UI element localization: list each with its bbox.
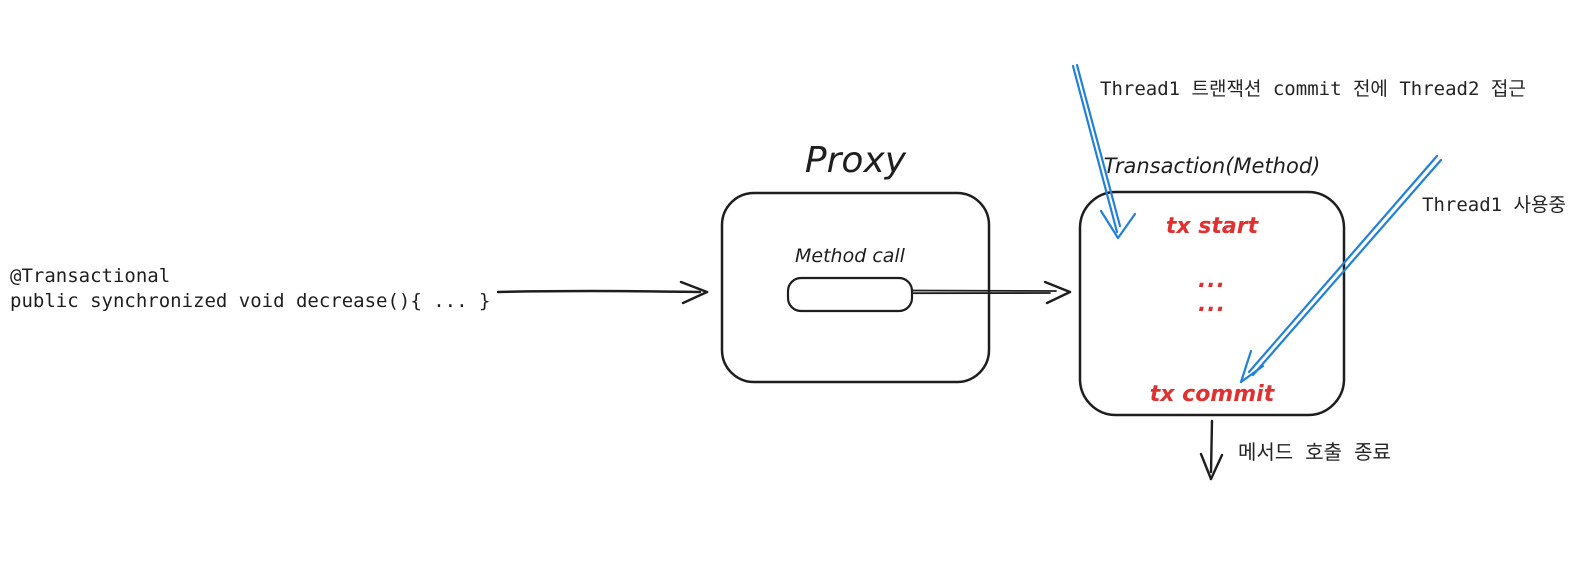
thread1-inuse-note: Thread1 사용중 <box>1422 194 1566 216</box>
method-end-note: 메서드 호출 종료 <box>1238 440 1391 464</box>
flow-arrow-proxy-to-transaction <box>912 280 1072 305</box>
transaction-title: Transaction(Method) <box>1103 154 1321 178</box>
thread1-inuse-arrow <box>1239 154 1443 384</box>
tx-ellipsis-1: ... <box>1197 268 1227 293</box>
proxy-box-shape <box>720 191 991 384</box>
tx-ellipsis-2: ... <box>1197 292 1227 317</box>
method-call-label: Method call <box>795 245 905 267</box>
thread2-access-note: Thread1 트랜잭션 commit 전에 Thread2 접근 <box>1100 78 1526 100</box>
transaction-box-shape <box>1078 190 1346 417</box>
method-call-shape <box>786 276 914 313</box>
flow-arrow-code-to-proxy <box>496 280 709 305</box>
thread2-access-arrow <box>1071 63 1137 240</box>
method-end-arrow <box>1199 419 1224 481</box>
tx-start-label: tx start <box>1165 214 1259 239</box>
tx-commit-label: tx commit <box>1149 382 1275 407</box>
code-annotation: @Transactional public synchronized void … <box>10 264 490 314</box>
proxy-title: Proxy <box>804 140 907 181</box>
code-annotation-line2: public synchronized void decrease(){ ...… <box>10 290 491 312</box>
code-annotation-line1: @Transactional <box>10 265 171 287</box>
